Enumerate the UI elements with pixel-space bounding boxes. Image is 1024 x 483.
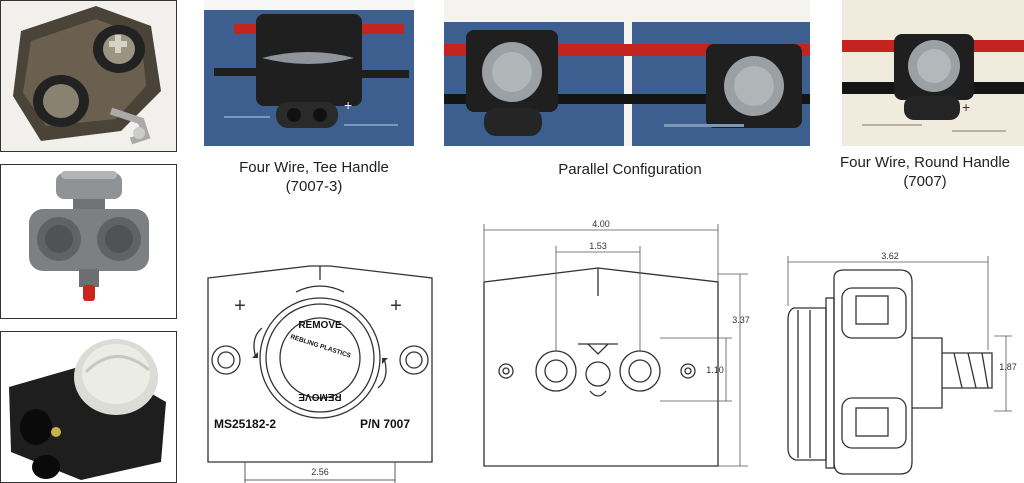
remove-text-top: REMOVE — [298, 320, 342, 331]
plus-mark-right: + — [390, 295, 402, 317]
dimension-back-center-height: 1.10 — [706, 365, 724, 375]
caption-parallel: Parallel Configuration — [520, 160, 740, 179]
caption-round-handle-title: Four Wire, Round Handle — [839, 154, 1011, 171]
caption-parallel-title: Parallel Configuration — [558, 161, 702, 178]
svg-text:+: + — [962, 99, 970, 115]
remove-text-bottom: REMOVE — [298, 391, 342, 402]
drawing-back-view: 4.00 1.53 3.37 1.10 — [478, 216, 758, 478]
caption-tee-handle-title: Four Wire, Tee Handle — [239, 159, 389, 176]
photo-connector-black-housing — [0, 331, 177, 483]
mil-spec-mark: MS25182-2 — [214, 417, 276, 431]
photo-connector-open-top — [0, 0, 177, 152]
dimension-front-width: 2.56 — [311, 467, 329, 477]
caption-tee-handle: Four Wire, Tee Handle (7007-3) — [204, 158, 424, 196]
photo-parallel-configuration — [444, 0, 810, 146]
dimension-back-hole-spacing: 1.53 — [589, 241, 607, 251]
dimension-side-width: 3.62 — [881, 251, 899, 261]
dimension-back-overall-width: 4.00 — [592, 219, 610, 229]
part-number-mark: P/N 7007 — [360, 417, 410, 431]
plus-mark-left: + — [234, 295, 246, 317]
photo-connector-round-knob — [0, 164, 177, 319]
drawing-front-view: + + REMOVE REBLING PLASTICS REMOVE MS251… — [200, 250, 440, 483]
photo-round-handle-on-battery: + — [842, 0, 1024, 146]
brand-text: REBLING PLASTICS — [289, 333, 352, 359]
svg-text:+: + — [344, 97, 352, 113]
photo-tee-handle-on-battery: + — [204, 0, 414, 146]
drawing-side-view: 3.62 1.87 — [782, 248, 1024, 476]
caption-round-handle: Four Wire, Round Handle (7007) — [826, 153, 1024, 191]
dimension-side-height: 1.87 — [999, 362, 1017, 372]
caption-tee-handle-part-number: (7007-3) — [285, 178, 343, 195]
caption-round-handle-part-number: (7007) — [903, 173, 947, 190]
dimension-back-height: 3.37 — [732, 315, 750, 325]
